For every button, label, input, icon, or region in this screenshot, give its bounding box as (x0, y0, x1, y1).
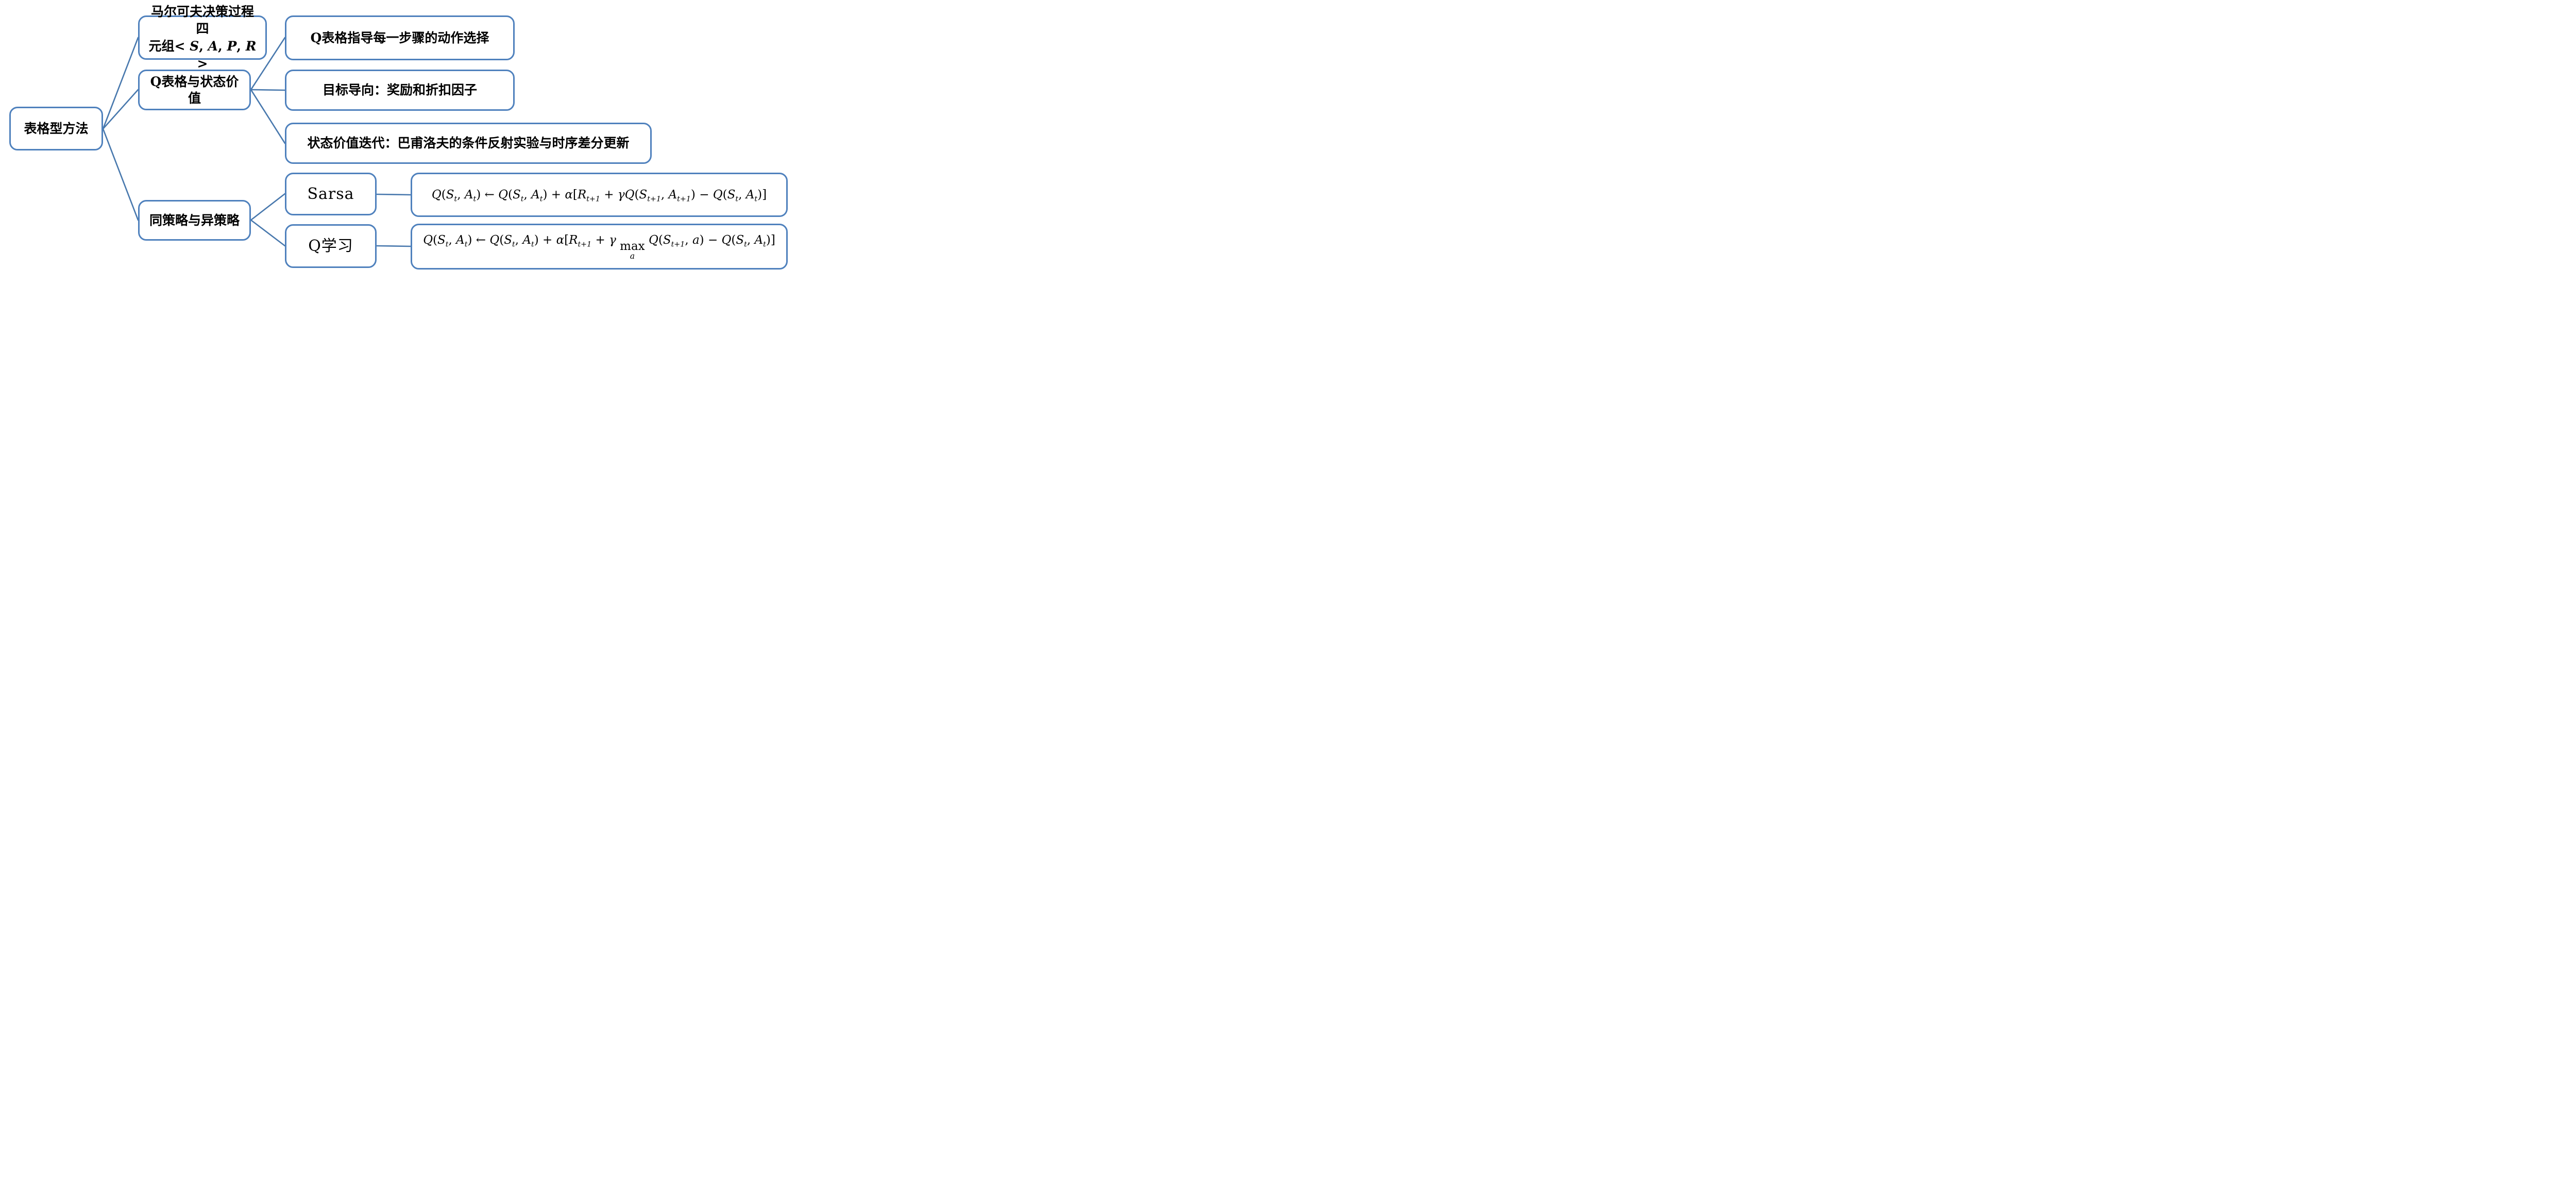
node-tabular-methods: 表格型方法 (9, 107, 103, 150)
node-on-policy-off-policy: 同策略与异策略 (138, 200, 251, 241)
node-tabular-methods-label: 表格型方法 (24, 121, 89, 136)
node-state-value-iteration-label: 状态价值迭代：巴甫洛夫的条件反射实验与时序差分更新 (307, 136, 630, 151)
node-goal-oriented-reward-discount-label: 目标导向：奖励和折扣因子 (322, 82, 477, 98)
connector-lines (102, 37, 412, 247)
node-sarsa: Sarsa (285, 173, 377, 215)
connector-root-qtable (102, 89, 139, 130)
connector-qtable-qguide (250, 37, 286, 91)
connector-policy-sarsa (250, 193, 286, 221)
node-q-learning-label: Q学习 (308, 237, 353, 255)
node-q-learning: Q学习 (285, 224, 377, 268)
mindmap-diagram: 表格型方法 马尔可夫决策过程四元组< S, A, P, R > Q表格与状态价值… (0, 0, 805, 298)
node-mdp-four-tuple-label: 马尔可夫决策过程四元组< S, A, P, R > (148, 4, 257, 71)
node-mdp-four-tuple: 马尔可夫决策过程四元组< S, A, P, R > (138, 4, 267, 71)
connector-root-policy (102, 128, 139, 221)
node-state-value-iteration: 状态价值迭代：巴甫洛夫的条件反射实验与时序差分更新 (285, 123, 652, 164)
node-q-table-guides-action-choice-label: Q表格指导每一步骤的动作选择 (310, 30, 489, 45)
node-q-table-guides-action-choice: Q表格指导每一步骤的动作选择 (285, 15, 515, 60)
connector-root-mdp (102, 37, 139, 130)
node-sarsa-label: Sarsa (307, 184, 354, 203)
connector-policy-qlearn (250, 219, 286, 247)
node-q-table-state-value: Q表格与状态价值 (138, 70, 251, 110)
node-on-policy-off-policy-label: 同策略与异策略 (149, 212, 240, 228)
node-q-table-state-value-label: Q表格与状态价值 (150, 74, 239, 106)
node-sarsa-update-formula-label: Q(St, At) ← Q(St, At) + α[Rt+1 + γQ(St+1… (431, 188, 767, 204)
connector-sarsa-formula (376, 193, 412, 196)
node-goal-oriented-reward-discount: 目标导向：奖励和折扣因子 (285, 70, 515, 111)
connector-qtable-valueiter (250, 89, 286, 144)
node-sarsa-update-formula: Q(St, At) ← Q(St, At) + α[Rt+1 + γQ(St+1… (411, 173, 788, 217)
